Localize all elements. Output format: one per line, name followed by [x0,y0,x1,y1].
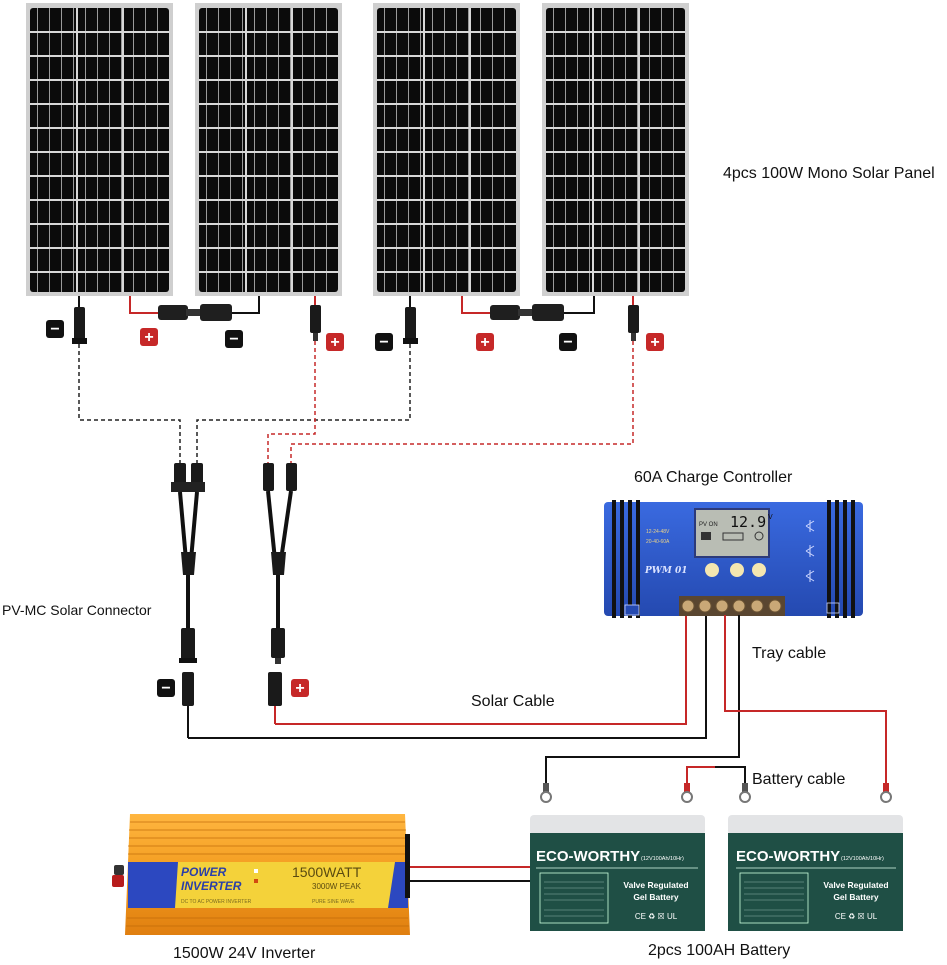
lcd-battery-icon [722,532,744,541]
spec-line-1: 12-24-48V [646,529,670,535]
battery-type-line-2: Gel Battery [833,892,879,902]
battery-brand: ECO-WORTHY [536,848,640,865]
inverter-rating: 1500WATT [292,864,362,880]
solar-panel-1 [26,3,173,296]
battery-1: ECO-WORTHY (12V100Ah/10Hr) Valve Regulat… [530,815,705,931]
solar-panel-2 [195,3,342,296]
negative-badge: − [46,320,64,338]
positive-badge: + [140,328,158,346]
ring-terminal-negative [540,783,552,803]
solar-panel-4 [542,3,689,296]
controller-button-3[interactable] [752,563,766,577]
controller-button-1[interactable] [705,563,719,577]
controller-button-2[interactable] [730,563,744,577]
positive-badge: + [291,679,309,697]
controller-model: PWM 01 [644,566,688,576]
lcd-unit: V [768,514,773,521]
battery-cable-label: Battery cable [752,771,845,788]
battery-type-line-2: Gel Battery [633,892,679,902]
tray-cable [545,615,887,785]
positive-badge: + [646,333,664,351]
inverter-wave: PURE SINE WAVE [312,899,355,905]
svg-text:−: − [379,334,388,351]
svg-text:+: + [144,329,153,346]
panel-lead-positive-2 [628,296,639,341]
panel-lead-positive-1 [310,296,321,341]
lcd-pv-label: PV ON [699,522,718,528]
panel-lead-negative-1 [72,296,87,344]
charge-controller-label: 60A Charge Controller [634,469,793,486]
ring-terminal-positive [880,783,892,803]
dashed-negative-wires [78,344,411,465]
solar-panel-3 [373,3,520,296]
series-link-1 [129,296,260,321]
charge-controller: PV ON 12.9 V 12-24-48V 20-40-60A PWM 01 [604,500,863,618]
svg-text:+: + [650,334,659,351]
battery-cable [686,766,746,785]
positive-badge: + [326,333,344,351]
panel-lead-negative-2 [403,296,418,344]
transistor-icons [805,520,815,582]
usb-icon [624,604,640,616]
inverter-end-plate [405,834,410,898]
battery-type-line-1: Valve Regulated [823,880,888,890]
rs485-port-icon [826,602,840,614]
inverter-terminal-negative [114,865,124,875]
svg-text:−: − [50,321,59,338]
batteries-label: 2pcs 100AH Battery [648,942,790,959]
lcd-bulb-icon [754,531,764,541]
solar-cable [188,615,707,739]
mc4-negative-lower [182,672,194,738]
svg-text:−: − [161,680,170,697]
solar-cable-label: Solar Cable [471,693,555,710]
power-inverter: POWER INVERTER 1500WATT 3000W PEAK PURE … [112,814,410,935]
svg-text:+: + [480,334,489,351]
series-link-2 [461,296,595,321]
inverter-label: 1500W 24V Inverter [173,945,316,962]
battery-type-line-1: Valve Regulated [623,880,688,890]
battery-2: ECO-WORTHY (12V100Ah/10Hr) Valve Regulat… [728,815,903,931]
svg-text:−: − [563,334,572,351]
inverter-title-line-2: INVERTER [181,879,242,893]
mc4-positive-lower [268,672,282,724]
negative-badge: − [157,679,175,697]
lcd-voltage: 12.9 [730,513,766,531]
negative-badge: − [375,333,393,351]
spec-line-2: 20-40-60A [646,539,670,545]
tray-cable-label: Tray cable [752,645,826,662]
ring-terminal-positive [681,783,693,803]
inverter-peak: 3000W PEAK [312,882,362,891]
svg-text:+: + [330,334,339,351]
battery-spec-table [539,872,609,924]
dashed-positive-wires [267,341,634,465]
negative-badge: − [559,333,577,351]
inverter-title-line-1: POWER [181,865,227,879]
negative-badge: − [225,330,243,348]
battery-spec: (12V100Ah/10Hr) [641,856,684,862]
battery-spec: (12V100Ah/10Hr) [841,856,884,862]
connector-label: PV-MC Solar Connector [2,602,152,618]
battery-certifications: CE ♻ ☒ UL [635,912,678,921]
positive-badge: + [476,333,494,351]
y-branch-positive [263,463,297,664]
battery-brand: ECO-WORTHY [736,848,840,865]
inverter-footer: DC TO AC POWER INVERTER [181,899,252,905]
ring-terminal-negative [739,783,751,803]
solar-panels-label: 4pcs 100W Mono Solar Panel [723,165,935,182]
svg-text:+: + [295,680,304,697]
battery-spec-table [739,872,809,924]
lcd-solar-icon [701,532,711,540]
y-branch-negative [171,463,205,663]
inverter-battery-leads [407,866,530,882]
battery-certifications: CE ♻ ☒ UL [835,912,878,921]
svg-text:−: − [229,331,238,348]
inverter-terminal-positive [112,875,124,887]
